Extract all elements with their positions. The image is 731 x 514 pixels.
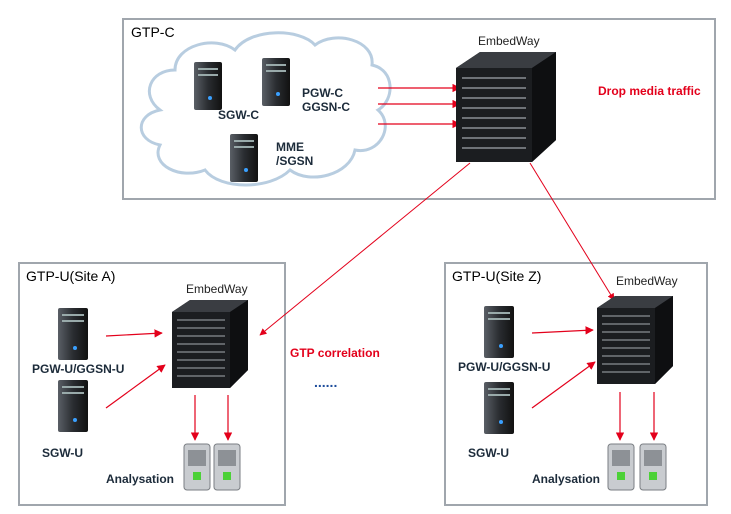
drop-media-note: Drop media traffic [598,84,701,98]
cloud-shape [139,31,392,187]
server-icon-sgw-c [194,62,222,110]
appliance-icon-z1 [607,443,635,491]
embedway-label-gtp-c: EmbedWay [478,34,540,48]
arrow-a-pgw-ew [105,329,163,338]
gtp-c-title: GTP-C [131,24,175,40]
embedway-chassis-site-a [172,300,248,388]
server-icon-site-z-pgw [484,306,514,358]
arrow-ew-site-a [259,162,471,336]
mme-label: MME [276,140,304,154]
arrow-ew-site-z [529,162,615,301]
gtp-correlation-label: GTP correlation [290,346,380,360]
sgw-c-label: SGW-C [218,108,260,122]
appliance-icon-a2 [213,443,241,491]
server-icon-pgw-c [262,58,290,106]
ellipsis: ...... [314,374,338,390]
server-icon-site-a-sgw [58,380,88,432]
embedway-label-site-a: EmbedWay [186,282,248,296]
server-icon-mme [230,134,258,182]
site-a-pgw-label: PGW-U/GGSN-U [32,362,125,376]
embedway-chassis-site-z [597,296,673,384]
server-icon-site-z-sgw [484,382,514,434]
pgw-c-label: PGW-C [302,86,344,100]
site-z-sgw-label: SGW-U [468,446,510,460]
arrow-a-sgw-ew [105,364,166,409]
site-a-sgw-label: SGW-U [42,446,84,460]
sgsn-label: /SGSN [276,154,314,168]
site-z-pgw-label: PGW-U/GGSN-U [458,360,551,374]
site-z-analysis-label: Analysation [532,472,601,486]
site-a-analysis-label: Analysation [106,472,175,486]
server-icon-site-a-pgw [58,308,88,360]
embedway-label-site-z: EmbedWay [616,274,678,288]
arrow-z-sgw-ew [531,361,596,409]
arrow-z-pgw-ew [531,326,594,335]
site-a-title: GTP-U(Site A) [26,268,116,284]
embedway-chassis-gtp-c [456,52,556,162]
site-z-title: GTP-U(Site Z) [452,268,542,284]
appliance-icon-z2 [639,443,667,491]
ggsn-c-label: GGSN-C [302,100,350,114]
appliance-icon-a1 [183,443,211,491]
